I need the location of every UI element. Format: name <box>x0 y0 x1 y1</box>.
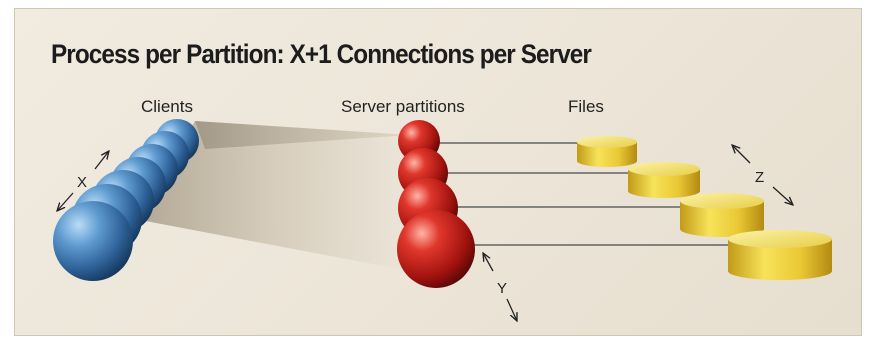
z-dimension-indicator: Z <box>732 145 793 205</box>
diagram-canvas: X Y Z <box>53 119 832 336</box>
x-dimension-indicator: X <box>57 151 109 211</box>
x-dimension-arrow <box>57 192 74 211</box>
server-partition-sphere <box>397 210 475 288</box>
file-cylinder <box>577 136 637 167</box>
diagram-panel: Process per Partition: X+1 Connections p… <box>14 8 862 336</box>
client-server-connection-fan <box>135 121 410 271</box>
x-dimension-arrow <box>94 151 109 170</box>
client-sphere <box>53 201 133 281</box>
z-dimension-arrow <box>732 145 751 164</box>
connection-fan-shadow <box>195 121 410 149</box>
y-dimension-label: Y <box>497 280 507 297</box>
server-partition-spheres <box>397 120 475 288</box>
file-cylinder <box>728 230 832 280</box>
y-dimension-arrow <box>506 298 517 321</box>
x-dimension-label: X <box>77 174 87 191</box>
z-dimension-arrow <box>772 186 793 205</box>
y-dimension-arrow <box>483 253 494 272</box>
y-dimension-indicator: Y <box>483 253 517 321</box>
client-spheres <box>53 119 199 281</box>
clients-heading: Clients <box>141 97 193 116</box>
server-partitions-heading: Server partitions <box>341 97 465 116</box>
server-file-connections <box>435 142 733 246</box>
file-cylinders <box>577 136 832 280</box>
diagram-title: Process per Partition: X+1 Connections p… <box>51 39 592 69</box>
files-heading: Files <box>568 97 604 116</box>
file-cylinder <box>628 162 700 198</box>
file-cylinder <box>680 193 764 237</box>
z-dimension-label: Z <box>755 169 764 186</box>
